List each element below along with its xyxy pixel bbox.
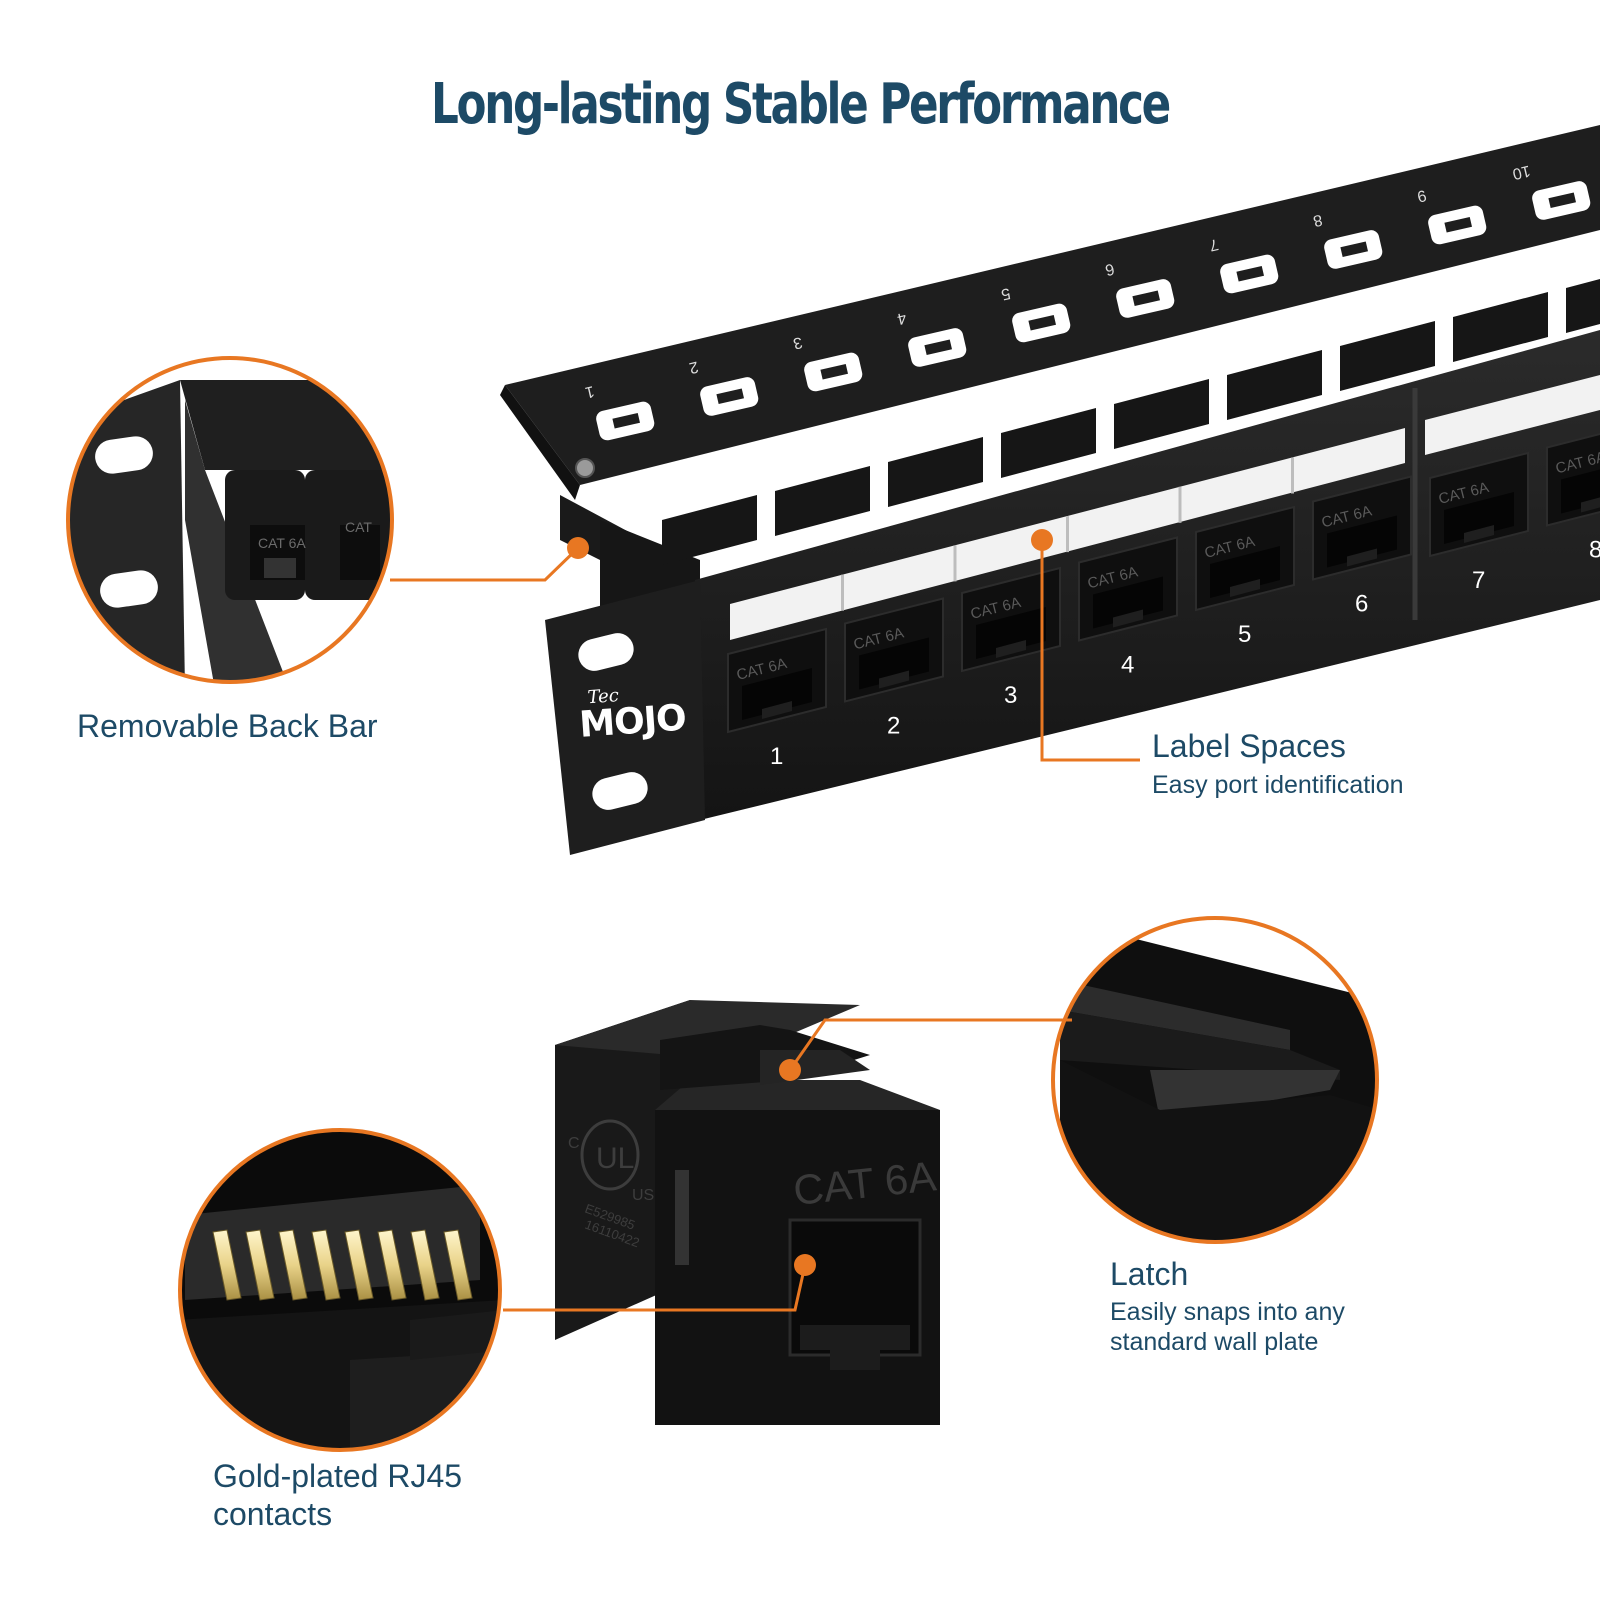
keystone-back [1114, 379, 1209, 449]
rear-bar-number: 8 [1311, 211, 1324, 230]
label-strip-right [1425, 375, 1600, 455]
callout-dots [567, 529, 1053, 1276]
port: CAT 6A5 [1195, 505, 1295, 648]
label-spaces-subtitle: Easy port identification [1152, 771, 1404, 799]
keystone-back [888, 437, 983, 507]
gold-pin [212, 1229, 242, 1301]
svg-text:UL: UL [596, 1142, 634, 1175]
rear-bar-number: 7 [1207, 235, 1220, 254]
gold-pin [278, 1229, 308, 1301]
keystone-back [1340, 321, 1435, 391]
back-bar-zoom: CAT 6A CAT [66, 356, 394, 684]
gold-pin [245, 1229, 275, 1301]
back-bar-label: Removable Back Bar [77, 708, 378, 744]
gold-pin [344, 1229, 374, 1301]
ul-cert-mark: UL C US E529985 16110422 [568, 1119, 654, 1250]
label-spaces-title: Label Spaces [1152, 728, 1346, 764]
port-number: 8 [1589, 537, 1600, 564]
port-number: 6 [1355, 591, 1368, 618]
rear-bar-slot [1324, 230, 1383, 269]
rear-bar-slot [1428, 205, 1487, 245]
gold-contact-pins [212, 1229, 473, 1301]
rear-bar-slot [700, 377, 759, 416]
gold-pin [377, 1229, 407, 1301]
port: CAT 6A6 [1312, 475, 1412, 618]
svg-text:C: C [568, 1135, 580, 1152]
rear-bar-number: 3 [791, 333, 804, 352]
ear-hole-top [578, 633, 634, 671]
port-number: 2 [887, 713, 900, 740]
keystone-back [1453, 292, 1548, 362]
port: CAT 6A7 [1429, 451, 1529, 594]
gold-pin [443, 1229, 473, 1301]
keystone-back [1227, 350, 1322, 420]
contacts-label: Gold-plated RJ45 contacts [213, 1458, 463, 1533]
keystone-back [662, 495, 757, 565]
callout-lines [390, 540, 1140, 1312]
keystone-back [775, 466, 870, 536]
rear-bar-number: 1 [583, 382, 596, 401]
rear-bar-slot [908, 328, 967, 367]
rear-bar-slot [1116, 279, 1175, 318]
keystone-jack: UL C US E529985 16110422 CAT 6A [555, 1000, 940, 1425]
svg-text:CAT: CAT [345, 519, 372, 535]
rear-bar-number: 6 [1103, 260, 1116, 279]
page-title: Long-lasting Stable Performance [431, 72, 1171, 137]
back-bar-dot [567, 537, 589, 559]
port-number: 3 [1004, 682, 1017, 709]
latch-dot [779, 1059, 801, 1081]
keystone-backs-row [662, 279, 1600, 565]
rear-bar-slot [1532, 181, 1591, 220]
rear-bar-number: 9 [1415, 186, 1428, 205]
rear-bar-numbers: 1234567891011 [583, 162, 1532, 401]
rear-bar-screw [575, 458, 595, 478]
port-number: 1 [770, 743, 783, 770]
rear-bar-number: 10 [1511, 162, 1532, 183]
rear-bar-number: 5 [999, 284, 1012, 303]
latch-subtitle: Easily snaps into any standard wall plat… [1110, 1298, 1345, 1356]
back-bar-jack-label: CAT 6A [258, 535, 306, 551]
port: CAT 6A8 [1546, 432, 1600, 564]
rear-bar-slot [1012, 303, 1071, 343]
rear-bar-slot [1220, 254, 1279, 294]
latch-zoom [1051, 916, 1379, 1244]
svg-text:US: US [632, 1187, 654, 1204]
port: CAT 6A2 [844, 597, 944, 740]
port: CAT 6A3 [961, 566, 1061, 709]
latch-title: Latch [1110, 1256, 1189, 1292]
port-number: 5 [1238, 621, 1251, 648]
port: CAT 6A4 [1078, 536, 1178, 679]
contacts-zoom [178, 1128, 502, 1452]
keystone-back [1566, 279, 1600, 333]
brand-logo: Tec MOJO [577, 683, 688, 746]
port: CAT 6A1 [727, 627, 827, 770]
rear-bar-slot [804, 352, 863, 392]
rear-bar-slot [596, 401, 655, 441]
contacts-dot [794, 1254, 816, 1276]
gold-pin [410, 1229, 440, 1301]
port-number: 7 [1472, 567, 1485, 594]
rear-bar-number: 4 [895, 309, 908, 328]
ear-hole-bottom [592, 772, 648, 810]
gold-pin [311, 1229, 341, 1301]
port-number: 4 [1121, 652, 1134, 679]
rear-bar-slots [596, 181, 1591, 441]
label-space-dot [1031, 529, 1053, 551]
brand-name: MOJO [578, 697, 688, 746]
rear-bar-number: 2 [687, 358, 700, 377]
keystone-back [1001, 408, 1096, 478]
